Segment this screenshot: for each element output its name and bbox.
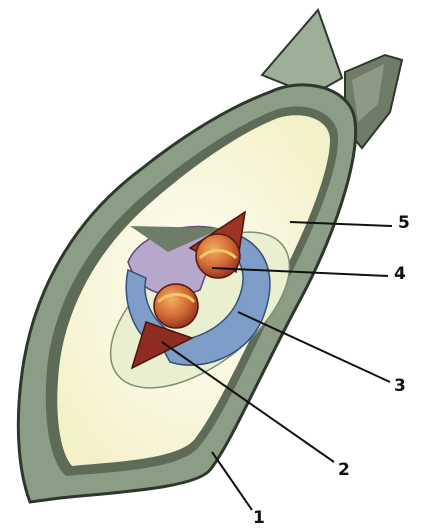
callout-4: 4 [394, 266, 406, 283]
tail-fin-left [262, 10, 342, 95]
charge-sphere-lower [154, 284, 198, 328]
callout-2: 2 [338, 462, 350, 479]
callout-3: 3 [394, 378, 406, 395]
callout-1: 1 [253, 510, 265, 527]
callout-5: 5 [398, 215, 410, 232]
leader-line-1 [212, 452, 252, 510]
